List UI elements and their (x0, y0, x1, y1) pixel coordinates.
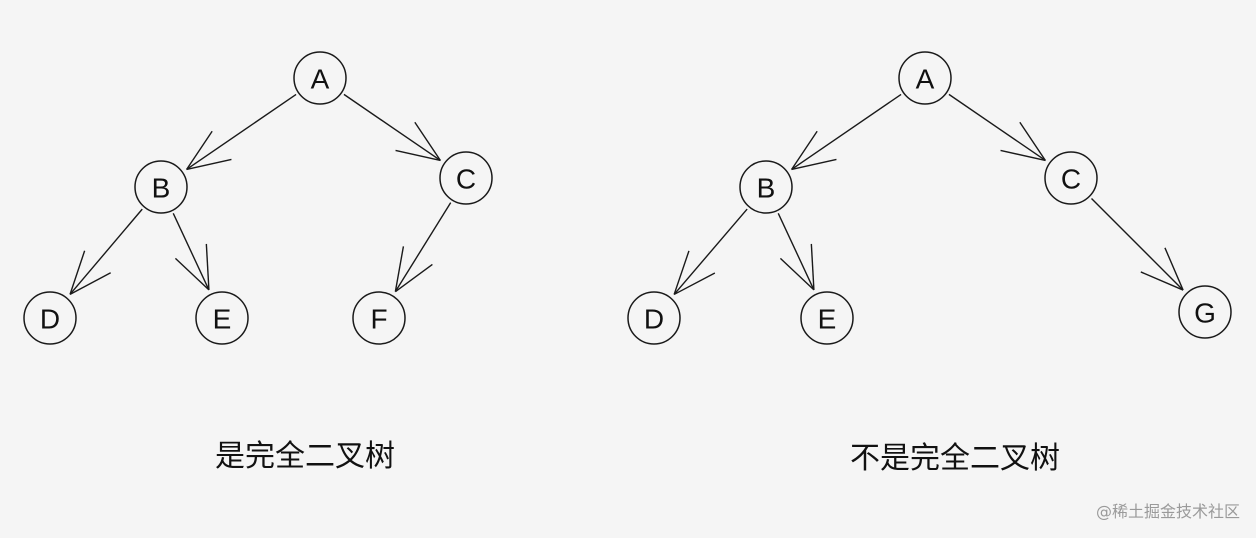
edge-a-b (790, 93, 902, 171)
node-label: C (456, 164, 476, 195)
node-circle (439, 151, 493, 205)
node-circle (293, 51, 347, 105)
node-b: B (134, 160, 188, 214)
edge-c-g (1091, 198, 1184, 291)
node-label: G (1194, 298, 1216, 329)
node-circle (134, 160, 188, 214)
watermark: @稀土掘金技术社区 (1096, 502, 1240, 521)
node-label: A (311, 64, 330, 95)
node-b: B (739, 160, 793, 214)
node-label: F (370, 304, 387, 335)
node-label: B (152, 173, 171, 204)
node-label: B (757, 173, 776, 204)
node-circle (23, 291, 77, 345)
incomplete-binary-tree: A B C D E G (627, 51, 1232, 345)
edge-a-b (185, 93, 297, 171)
node-circle (739, 160, 793, 214)
node-label: D (644, 304, 664, 335)
node-circle (800, 291, 854, 345)
node-circle (1044, 151, 1098, 205)
edge-b-e (172, 212, 210, 291)
node-e: E (195, 291, 249, 345)
node-circle (627, 291, 681, 345)
complete-binary-tree: A B C D E F (23, 51, 493, 345)
edge-a-c (343, 93, 442, 162)
edge-c-f (394, 202, 452, 293)
caption-not-complete: 不是完全二叉树 (850, 441, 1060, 476)
node-e: E (800, 291, 854, 345)
edge-b-e (777, 212, 815, 291)
node-label: E (213, 304, 232, 335)
node-label: C (1061, 164, 1081, 195)
edge-a-c (948, 93, 1047, 162)
node-f: F (352, 291, 406, 345)
node-a: A (293, 51, 347, 105)
node-c: C (439, 151, 493, 205)
node-g: G (1178, 285, 1232, 339)
edge-b-d (69, 208, 143, 295)
node-circle (898, 51, 952, 105)
caption-complete: 是完全二叉树 (215, 439, 395, 474)
node-label: E (818, 304, 837, 335)
node-circle (1178, 285, 1232, 339)
edge-b-d (673, 208, 748, 296)
node-circle (352, 291, 406, 345)
node-d: D (627, 291, 681, 345)
node-circle (195, 291, 249, 345)
node-c: C (1044, 151, 1098, 205)
node-label: D (40, 304, 60, 335)
node-label: A (916, 64, 935, 95)
node-d: D (23, 291, 77, 345)
node-a: A (898, 51, 952, 105)
